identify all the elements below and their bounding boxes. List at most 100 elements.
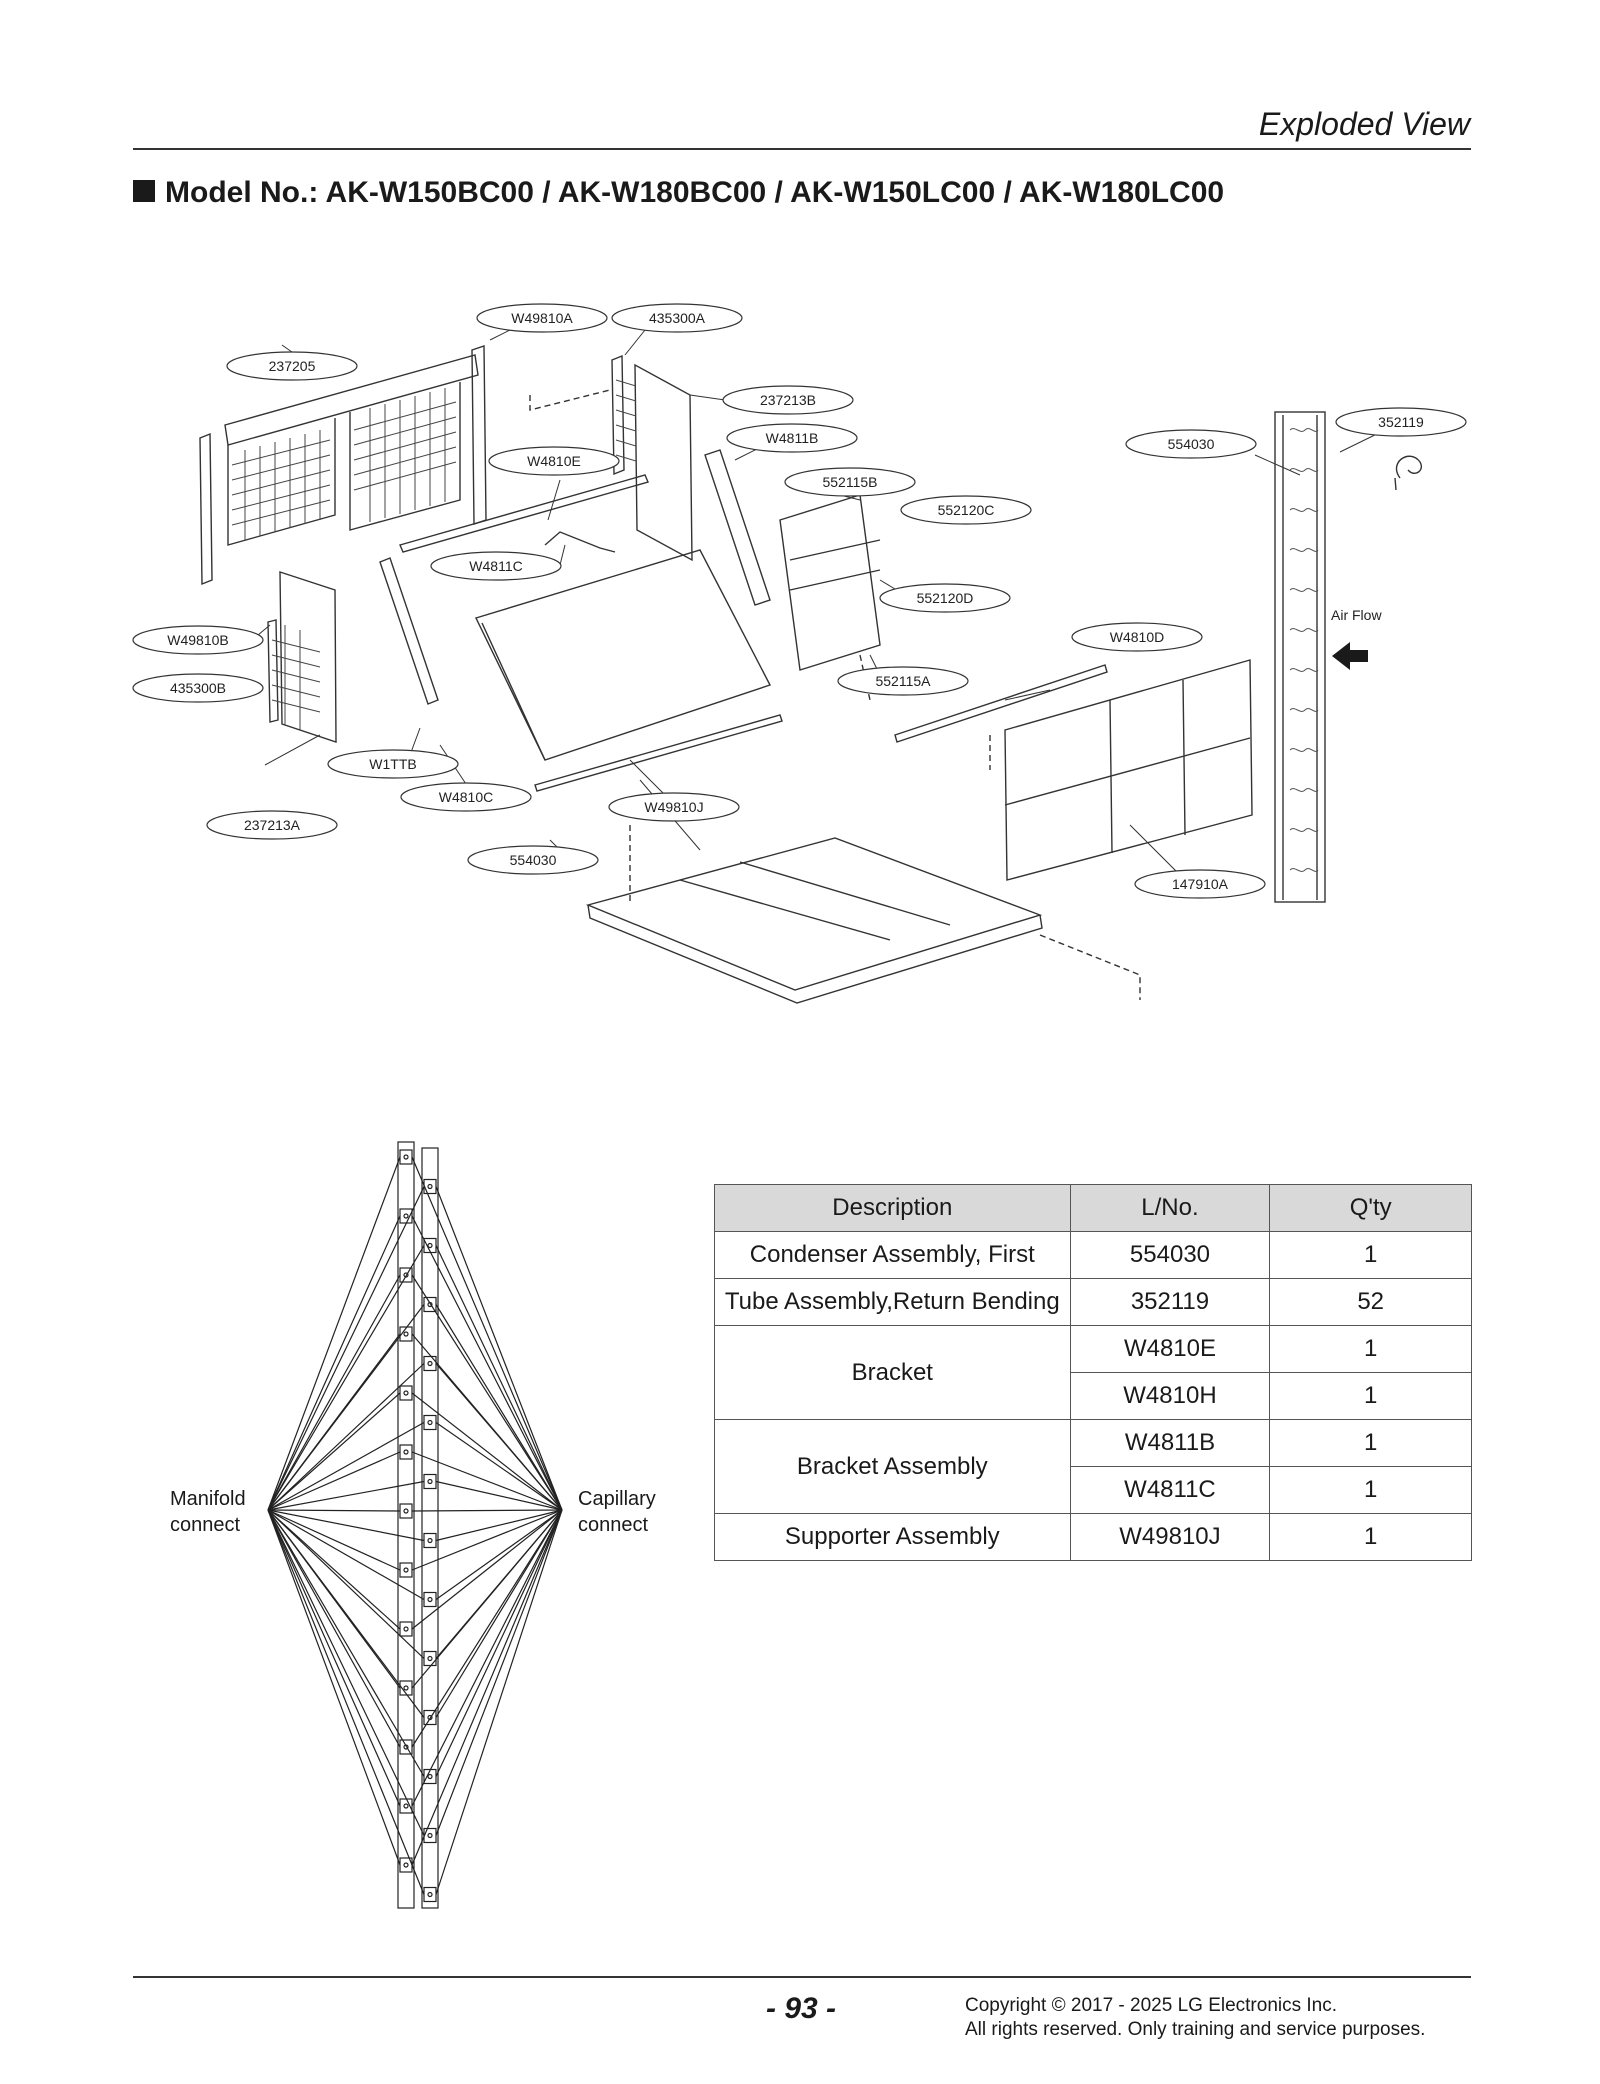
coil-port — [423, 1473, 437, 1490]
manifold-line — [267, 1509, 401, 1571]
description-cell: Supporter Assembly — [714, 1513, 1071, 1561]
coil-port-dot — [403, 1803, 409, 1809]
qty-cell: 1 — [1269, 1325, 1472, 1373]
coil-port-dot — [403, 1685, 409, 1691]
callout-label: 552120C — [938, 502, 995, 518]
callout-label: 554030 — [1168, 436, 1215, 452]
lno-cell: 352119 — [1069, 1278, 1271, 1326]
coil-port-dot — [427, 1419, 433, 1426]
description-cell: Bracket — [714, 1325, 1071, 1420]
manifold-line — [267, 1509, 425, 1718]
qty-cell: 1 — [1269, 1372, 1472, 1420]
callout-label: W49810B — [167, 632, 228, 648]
table-row: W4810H 1 — [715, 1372, 1472, 1420]
coil-port-dot — [403, 1331, 409, 1337]
coil-port-dot — [427, 1478, 433, 1485]
lno-cell: W4810H — [1069, 1372, 1271, 1420]
capillary-line — [435, 1363, 563, 1511]
capillary-line — [411, 1451, 563, 1511]
callout-label: 552120D — [917, 590, 974, 606]
manifold-line — [267, 1509, 425, 1777]
manifold-line — [267, 1363, 425, 1511]
footer-rule — [133, 1976, 1471, 1978]
coil-port — [423, 1414, 437, 1431]
capillary-line — [411, 1274, 563, 1511]
callout-label: W49810J — [644, 799, 703, 815]
capillary-connect-label: Capillary connect — [578, 1488, 656, 1536]
coil-port — [423, 1827, 437, 1844]
capillary-line — [435, 1245, 563, 1511]
capillary-line — [411, 1509, 563, 1571]
capillary-line — [435, 1509, 563, 1600]
coil-port-dot — [403, 1154, 409, 1160]
coil-port — [423, 1355, 437, 1372]
callout-label: 554030 — [510, 852, 557, 868]
coil-port-dot — [403, 1508, 409, 1514]
capillary-line — [411, 1509, 563, 1807]
capillary-line — [411, 1509, 563, 1866]
callout-label: 147910A — [1172, 876, 1229, 892]
manifold-line — [267, 1509, 401, 1748]
coil-port — [423, 1591, 437, 1608]
coil-port — [399, 1444, 413, 1460]
column-header-lno: L/No. — [1069, 1184, 1271, 1232]
capillary-line — [411, 1509, 563, 1748]
manifold-line — [267, 1186, 425, 1511]
qty-cell: 1 — [1269, 1466, 1472, 1514]
manifold-line — [267, 1421, 425, 1511]
section-title: Exploded View — [1258, 106, 1470, 142]
coil-port — [423, 1650, 437, 1667]
coil-port-dot — [427, 1773, 433, 1780]
table-row: W4811C 1 — [715, 1466, 1472, 1514]
description-cell: Condenser Assembly, First — [714, 1231, 1071, 1279]
callout-label: W4810C — [439, 789, 493, 805]
callout-label: 237213A — [244, 817, 301, 833]
capillary-line — [411, 1509, 563, 1689]
square-bullet-icon — [133, 180, 155, 202]
qty-cell: 1 — [1269, 1231, 1472, 1279]
capillary-line — [435, 1422, 563, 1511]
callout-label: 435300B — [170, 680, 226, 696]
air-flow-label: Air Flow — [1331, 607, 1382, 623]
callout-label: W4811C — [469, 558, 522, 574]
callout-label: W4811B — [766, 430, 819, 446]
coil-port-dot — [427, 1183, 433, 1190]
capillary-line — [435, 1509, 563, 1777]
coil-port — [423, 1886, 437, 1903]
description-cell: Tube Assembly,Return Bending — [714, 1278, 1071, 1326]
lno-cell: 554030 — [1069, 1231, 1271, 1279]
table-header-row: Description L/No. Q'ty — [714, 1184, 1472, 1232]
capillary-line — [435, 1186, 563, 1511]
table-row: Bracket W4810E 1 — [714, 1325, 1472, 1420]
capillary-line — [411, 1509, 563, 1512]
capillary-line — [411, 1156, 563, 1511]
coil-port-dot — [427, 1360, 433, 1367]
column-header-qty: Q'ty — [1269, 1184, 1472, 1232]
model-title-text: Model No.: AK-W150BC00 / AK-W180BC00 / A… — [165, 176, 1225, 209]
capillary-line — [435, 1509, 563, 1718]
callout-label: W49810A — [511, 310, 573, 326]
callout-label: 435300A — [649, 310, 706, 326]
callout-label: 552115A — [875, 673, 931, 689]
coil-port-dot — [403, 1567, 409, 1573]
table-row: Tube Assembly,Return Bending 352119 52 — [714, 1278, 1472, 1326]
capillary-line — [435, 1304, 563, 1511]
callout-label: W1TTB — [369, 756, 416, 772]
copyright: Copyright © 2017 - 2025 LG Electronics I… — [965, 1995, 1426, 2040]
capillary-line — [411, 1215, 563, 1511]
capillary-line — [435, 1509, 563, 1895]
manifold-line — [267, 1509, 401, 1512]
manifold-line — [267, 1509, 425, 1542]
coil-port-dot — [427, 1242, 433, 1249]
qty-cell: 1 — [1269, 1513, 1472, 1561]
coil-port — [399, 1503, 413, 1519]
coil-port-dot — [427, 1891, 433, 1898]
qty-cell: 1 — [1269, 1419, 1472, 1467]
coil-column-right — [421, 1147, 439, 1909]
coil-port-dot — [403, 1626, 409, 1632]
manifold-line — [267, 1509, 401, 1807]
manifold-line — [267, 1215, 401, 1511]
coil-port-dot — [403, 1272, 409, 1278]
manifold-line — [267, 1156, 401, 1511]
coil-port — [423, 1178, 437, 1195]
